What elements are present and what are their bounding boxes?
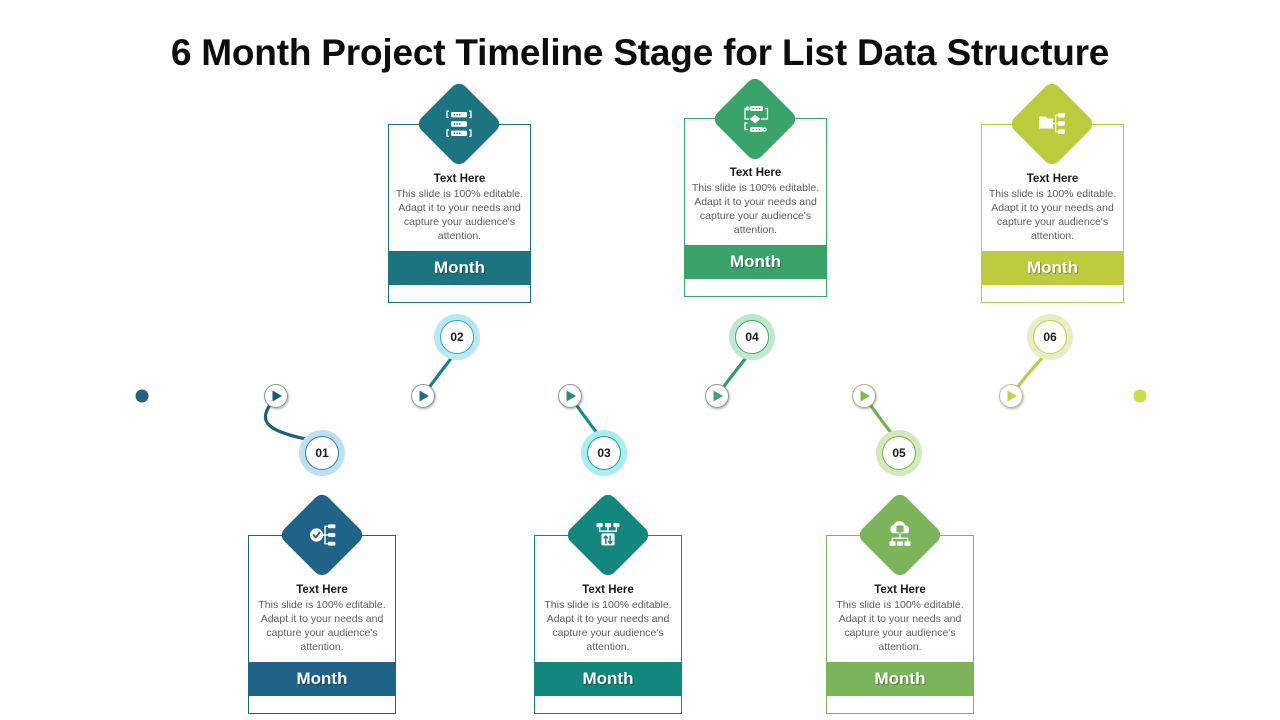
card-footer-space [685, 279, 826, 297]
play-marker-02 [411, 384, 435, 408]
play-marker-01 [264, 384, 288, 408]
badge-number: 04 [735, 320, 769, 354]
timeline-badge-05[interactable]: 05 [876, 430, 922, 476]
card-text-block: Text Here This slide is 100% editable. A… [389, 125, 530, 244]
card-text-block: Text Here This slide is 100% editable. A… [535, 536, 681, 655]
card-text-block: Text Here This slide is 100% editable. A… [249, 536, 395, 655]
card-body: This slide is 100% editable. Adapt it to… [988, 188, 1117, 243]
card-month-band: Month [685, 245, 826, 280]
card-body: This slide is 100% editable. Adapt it to… [258, 599, 386, 654]
card-month-band: Month [535, 662, 681, 697]
folder-hierarchy-icon [1008, 80, 1096, 168]
card-body: This slide is 100% editable. Adapt it to… [395, 188, 524, 243]
play-marker-06 [999, 384, 1023, 408]
timeline-track [135, 348, 1147, 444]
card-heading: Text Here [874, 584, 926, 596]
timeline-badge-02[interactable]: 02 [434, 314, 480, 360]
server-stack-icon [415, 80, 503, 168]
card-heading: Text Here [433, 173, 486, 185]
card-footer-space [249, 696, 395, 714]
badge-number: 02 [440, 320, 474, 354]
timeline-badge-01[interactable]: 01 [299, 430, 345, 476]
page-title: 6 Month Project Timeline Stage for List … [170, 32, 1110, 73]
card-text-block: Text Here This slide is 100% editable. A… [685, 119, 826, 238]
badge-number: 06 [1033, 320, 1067, 354]
cloud-database-network-icon [856, 491, 944, 579]
workflow-diagram-icon [711, 75, 799, 163]
timeline-badge-06[interactable]: 06 [1027, 314, 1073, 360]
timeline-badge-04[interactable]: 04 [729, 314, 775, 360]
card-footer-space [982, 285, 1123, 303]
card-heading: Text Here [1026, 173, 1079, 185]
badge-number: 05 [882, 436, 916, 470]
card-heading: Text Here [296, 584, 348, 596]
card-text-block: Text Here This slide is 100% editable. A… [982, 125, 1123, 244]
play-marker-05 [852, 384, 876, 408]
play-marker-03 [558, 384, 582, 408]
data-transfer-node-icon [564, 491, 652, 579]
card-heading: Text Here [582, 584, 634, 596]
badge-number: 01 [305, 436, 339, 470]
timeline-card-01[interactable]: Text Here This slide is 100% editable. A… [248, 535, 396, 715]
card-body: This slide is 100% editable. Adapt it to… [691, 182, 820, 237]
card-footer-space [827, 696, 973, 714]
card-month-band: Month [827, 662, 973, 697]
card-month-band: Month [389, 251, 530, 286]
card-text-block: Text Here This slide is 100% editable. A… [827, 536, 973, 655]
card-month-band: Month [982, 251, 1123, 286]
badge-number: 03 [587, 436, 621, 470]
card-footer-space [535, 696, 681, 714]
timeline-badge-03[interactable]: 03 [581, 430, 627, 476]
card-footer-space [389, 285, 530, 303]
checklist-branches-icon [278, 491, 366, 579]
card-heading: Text Here [729, 167, 782, 179]
card-month-band: Month [249, 662, 395, 697]
card-body: This slide is 100% editable. Adapt it to… [544, 599, 672, 654]
play-marker-04 [705, 384, 729, 408]
card-body: This slide is 100% editable. Adapt it to… [836, 599, 964, 654]
